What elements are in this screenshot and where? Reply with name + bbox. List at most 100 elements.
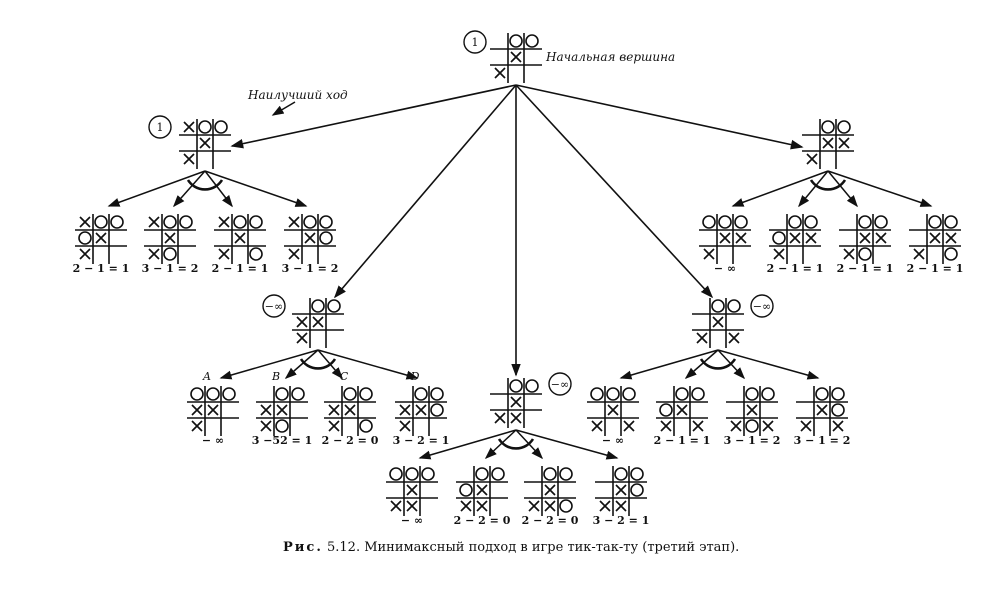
edge-arrow [333,84,517,299]
o-mark [94,215,108,229]
x-mark [164,232,176,244]
o-mark [405,467,419,481]
x-mark [789,232,801,244]
leaf-label: A [202,370,211,383]
x-mark [528,500,540,512]
x-mark [913,248,925,260]
x-mark [800,420,812,432]
leaf-board [395,386,447,436]
o-mark [327,299,341,313]
edge-arrow [515,429,544,460]
node-value-circle [750,294,774,318]
edge-arrow [619,349,719,380]
leaf-board [587,386,639,436]
leaf-score: 3 − 1 = 2 [794,434,851,447]
x-mark [660,420,672,432]
o-mark [311,299,325,313]
x-mark [406,484,418,496]
o-mark [491,467,505,481]
edge-arrow [798,170,829,208]
o-mark [525,379,539,393]
root-value-circle [463,30,487,54]
leaf-board [595,466,647,516]
leaf-score: 3 − 1 = 2 [724,434,781,447]
o-mark [815,387,829,401]
caption-text: 5.12. Минимаксный подход в игре тик-так-… [327,540,740,555]
node-value-circle [548,372,572,396]
min-arc [186,179,224,191]
o-mark [249,247,263,261]
x-mark [510,51,522,63]
o-mark [509,379,523,393]
o-mark [249,215,263,229]
o-mark [222,387,236,401]
o-mark [831,387,845,401]
x-mark [544,500,556,512]
leaf-score: 2 − 2 = 0 [522,514,579,527]
leaf-score: 3 −52 = 1 [252,434,313,447]
x-mark [304,232,316,244]
edge-arrow [484,429,517,460]
x-mark [276,404,288,416]
x-mark [390,500,402,512]
x-mark [773,248,785,260]
x-mark [207,404,219,416]
x-mark [199,137,211,149]
min-arc [809,179,847,191]
x-mark [735,232,747,244]
o-mark [179,215,193,229]
edge-arrow [731,170,829,207]
leaf-score: 3 − 1 = 2 [282,262,339,275]
leaf-score: − ∞ [202,434,224,447]
x-mark [692,420,704,432]
leaf-board [656,386,708,436]
x-mark [816,404,828,416]
x-mark [696,332,708,344]
x-mark [712,316,724,328]
level1-board-n2 [292,298,344,348]
edge-arrow [515,84,804,150]
x-mark [79,248,91,260]
leaf-score: 3 − 2 = 1 [593,514,650,527]
x-mark [805,232,817,244]
leaf-board [284,214,336,264]
o-mark [206,387,220,401]
x-mark [476,500,488,512]
x-mark [510,396,522,408]
edge-arrow [284,349,319,379]
x-mark [234,232,246,244]
edge-arrow [317,349,343,380]
edge-arrow [204,170,308,207]
x-mark [191,404,203,416]
x-mark [183,121,195,133]
o-mark [761,387,775,401]
o-mark [275,419,289,433]
o-mark [727,299,741,313]
x-mark [296,332,308,344]
x-mark [312,316,324,328]
edge-arrow [827,170,858,208]
edge-arrow [717,349,820,380]
edge-arrow [317,349,419,380]
x-mark [591,420,603,432]
o-mark [359,419,373,433]
o-mark [559,467,573,481]
o-mark [837,120,851,134]
leaf-score: 3 − 1 = 2 [142,262,199,275]
o-mark [606,387,620,401]
x-mark [344,404,356,416]
o-mark [944,215,958,229]
x-mark [945,232,957,244]
o-mark [745,419,759,433]
x-mark [929,232,941,244]
x-mark [730,420,742,432]
leaf-board [386,466,438,516]
leaf-board [187,386,239,436]
edge-arrow [515,429,619,460]
o-mark [414,387,428,401]
leaf-score: 2 − 1 = 1 [654,434,711,447]
edge-arrow [418,429,517,460]
x-mark [806,153,818,165]
leaf-board [144,214,196,264]
